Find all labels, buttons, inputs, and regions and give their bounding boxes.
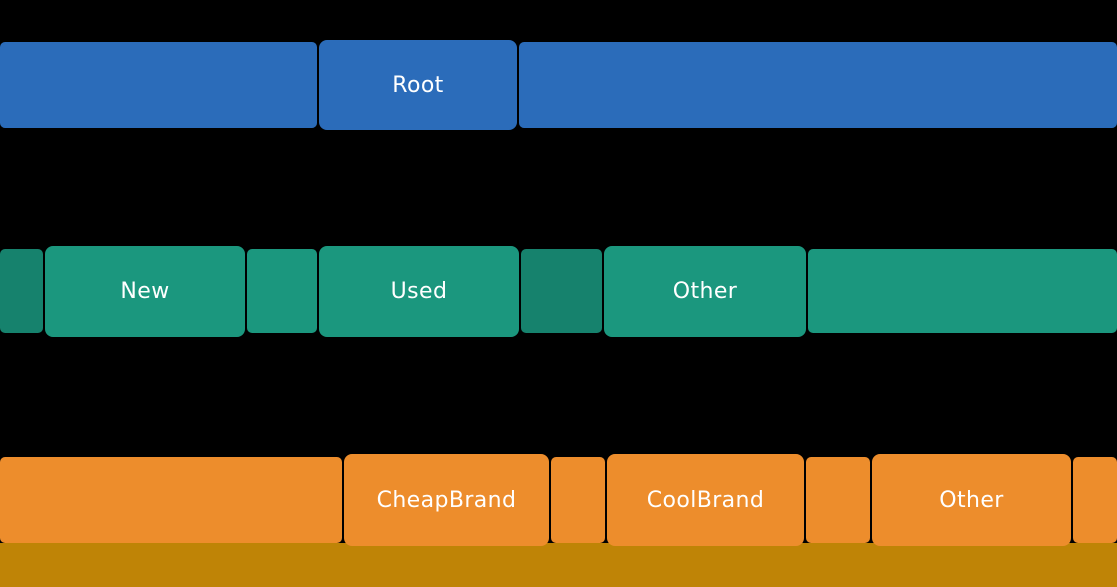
- node-other[interactable]: Other: [871, 454, 1072, 546]
- node-label: New: [120, 279, 170, 304]
- level-0-segment[interactable]: [518, 42, 1117, 128]
- node-label: Other: [672, 279, 738, 304]
- level-3-segment[interactable]: [0, 543, 1117, 587]
- node-coolbrand[interactable]: CoolBrand: [606, 454, 805, 546]
- level-2-segment[interactable]: [0, 457, 343, 543]
- node-used[interactable]: Used: [318, 246, 520, 337]
- level-2-segment[interactable]: [550, 457, 606, 543]
- node-label: CoolBrand: [646, 487, 765, 513]
- node-label: CheapBrand: [376, 487, 517, 513]
- node-label: Used: [390, 279, 448, 304]
- level-1-segment[interactable]: [807, 249, 1117, 333]
- node-label: Root: [392, 72, 444, 98]
- node-root[interactable]: Root: [318, 40, 518, 130]
- node-other[interactable]: Other: [603, 246, 807, 337]
- level-0-segment[interactable]: [0, 42, 318, 128]
- level-1-segment[interactable]: [520, 249, 603, 333]
- level-2-segment[interactable]: [805, 457, 871, 543]
- level-1-segment[interactable]: [0, 249, 44, 333]
- node-cheapbrand[interactable]: CheapBrand: [343, 454, 550, 546]
- node-new[interactable]: New: [44, 246, 246, 337]
- level-1-segment[interactable]: [246, 249, 318, 333]
- level-2-segment[interactable]: [1072, 457, 1117, 543]
- node-label: Other: [939, 487, 1004, 513]
